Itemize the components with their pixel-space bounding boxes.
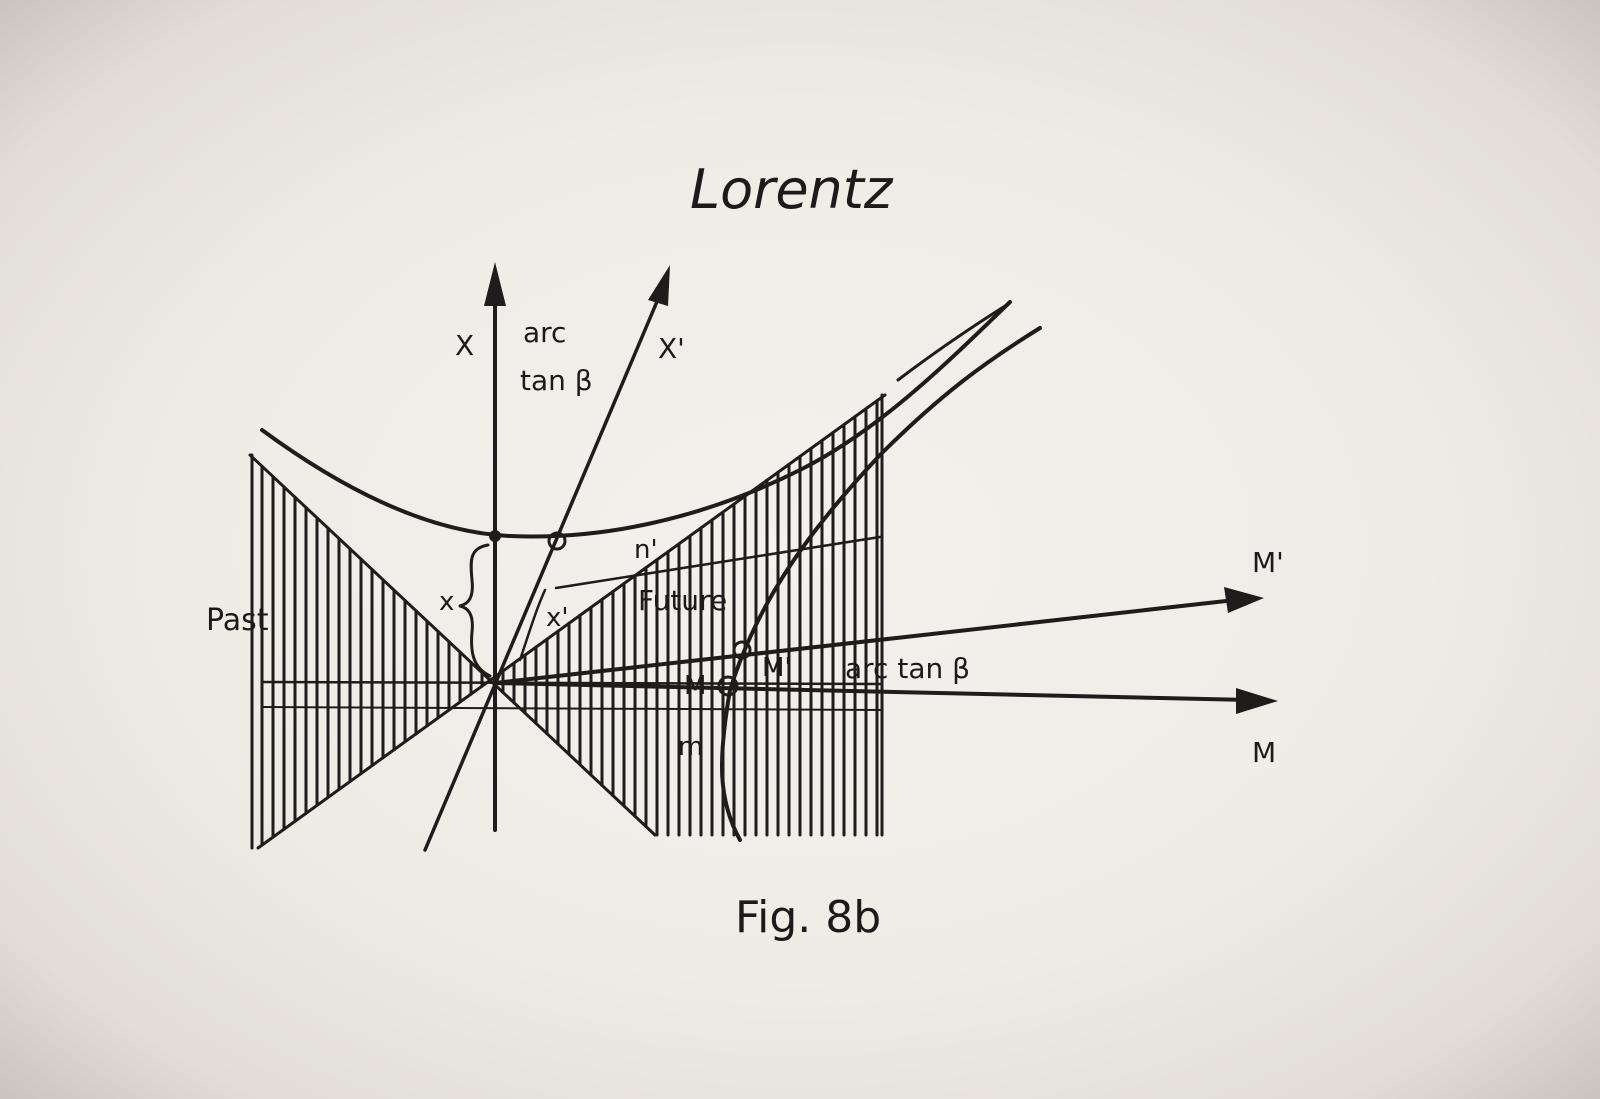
upper-hyperbola-doubled-tail — [896, 304, 1007, 382]
future-region-label: Future — [638, 584, 727, 617]
segment-x-prime-brace — [518, 588, 547, 662]
light-cone-line-rising — [256, 393, 887, 850]
x-axis-label: X — [455, 329, 474, 362]
segment-x-prime-label: x' — [546, 603, 569, 633]
n-prime-line — [554, 535, 882, 590]
point-m-label: M — [684, 671, 706, 701]
top-angle-label-line1: arc — [523, 316, 566, 349]
horizontal-line-lower — [261, 706, 881, 711]
point-m-marker — [717, 675, 739, 697]
future-region-hatching — [501, 399, 879, 837]
upper-hyperbola — [260, 300, 1012, 539]
point-m-prime-marker — [732, 640, 752, 660]
diagram-title: Lorentz — [690, 158, 894, 221]
figure-caption: Fig. 8b — [735, 892, 881, 943]
m-axis-line — [493, 681, 1252, 702]
past-region-hatching — [260, 464, 484, 847]
x-axis-arrowhead — [484, 262, 506, 306]
n-prime-label: n' — [634, 535, 658, 565]
intersection-point-x-prime — [547, 531, 567, 551]
intersection-point-x — [489, 530, 501, 542]
m-prime-axis-line — [493, 598, 1237, 685]
right-hyperbola — [720, 326, 1042, 842]
m-prime-axis-arrowhead — [1224, 587, 1264, 613]
m-prime-axis-label: M' — [1252, 546, 1284, 579]
m-axis-label: M — [1252, 736, 1276, 769]
segment-x-label: x — [439, 587, 454, 617]
x-prime-axis-line — [423, 283, 666, 852]
top-angle-label-line2: tan β — [520, 364, 593, 397]
segment-x-brace — [458, 543, 492, 678]
x-prime-axis-label: X' — [658, 332, 685, 365]
x-prime-axis-arrowhead — [648, 265, 670, 306]
light-cone-line-falling — [248, 453, 657, 837]
m-axis-arrowhead — [1236, 688, 1278, 714]
m-label: m — [678, 732, 703, 762]
point-m-prime-label: M' — [762, 653, 792, 683]
past-region-label: Past — [206, 603, 269, 638]
right-angle-label: arc tan β — [845, 652, 970, 685]
